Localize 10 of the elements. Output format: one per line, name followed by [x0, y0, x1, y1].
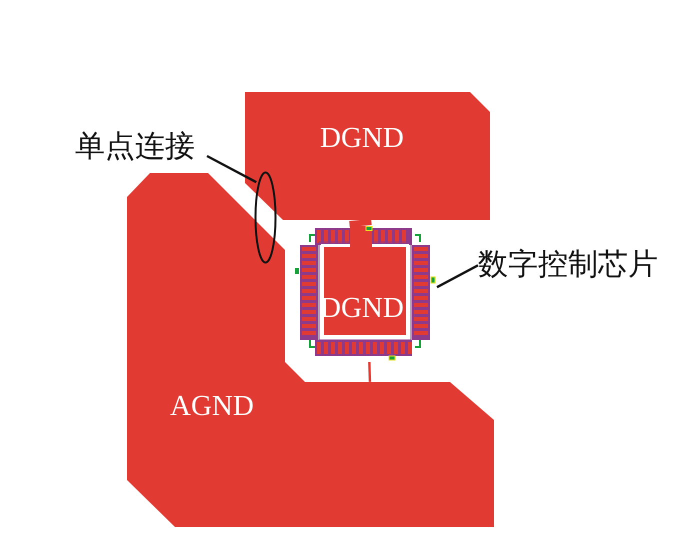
net-label: AGND [170, 392, 254, 421]
net-label: DGND [320, 294, 404, 323]
copper-pour [245, 92, 490, 220]
net-label: DGND [320, 124, 404, 153]
annotation-label: 单点连接 [75, 132, 195, 162]
copper-trace [368, 362, 372, 382]
annotation-label: 数字控制芯片 [478, 250, 658, 280]
leader-line [206, 154, 257, 184]
leader-line [436, 264, 479, 288]
copper-trace [349, 219, 372, 227]
